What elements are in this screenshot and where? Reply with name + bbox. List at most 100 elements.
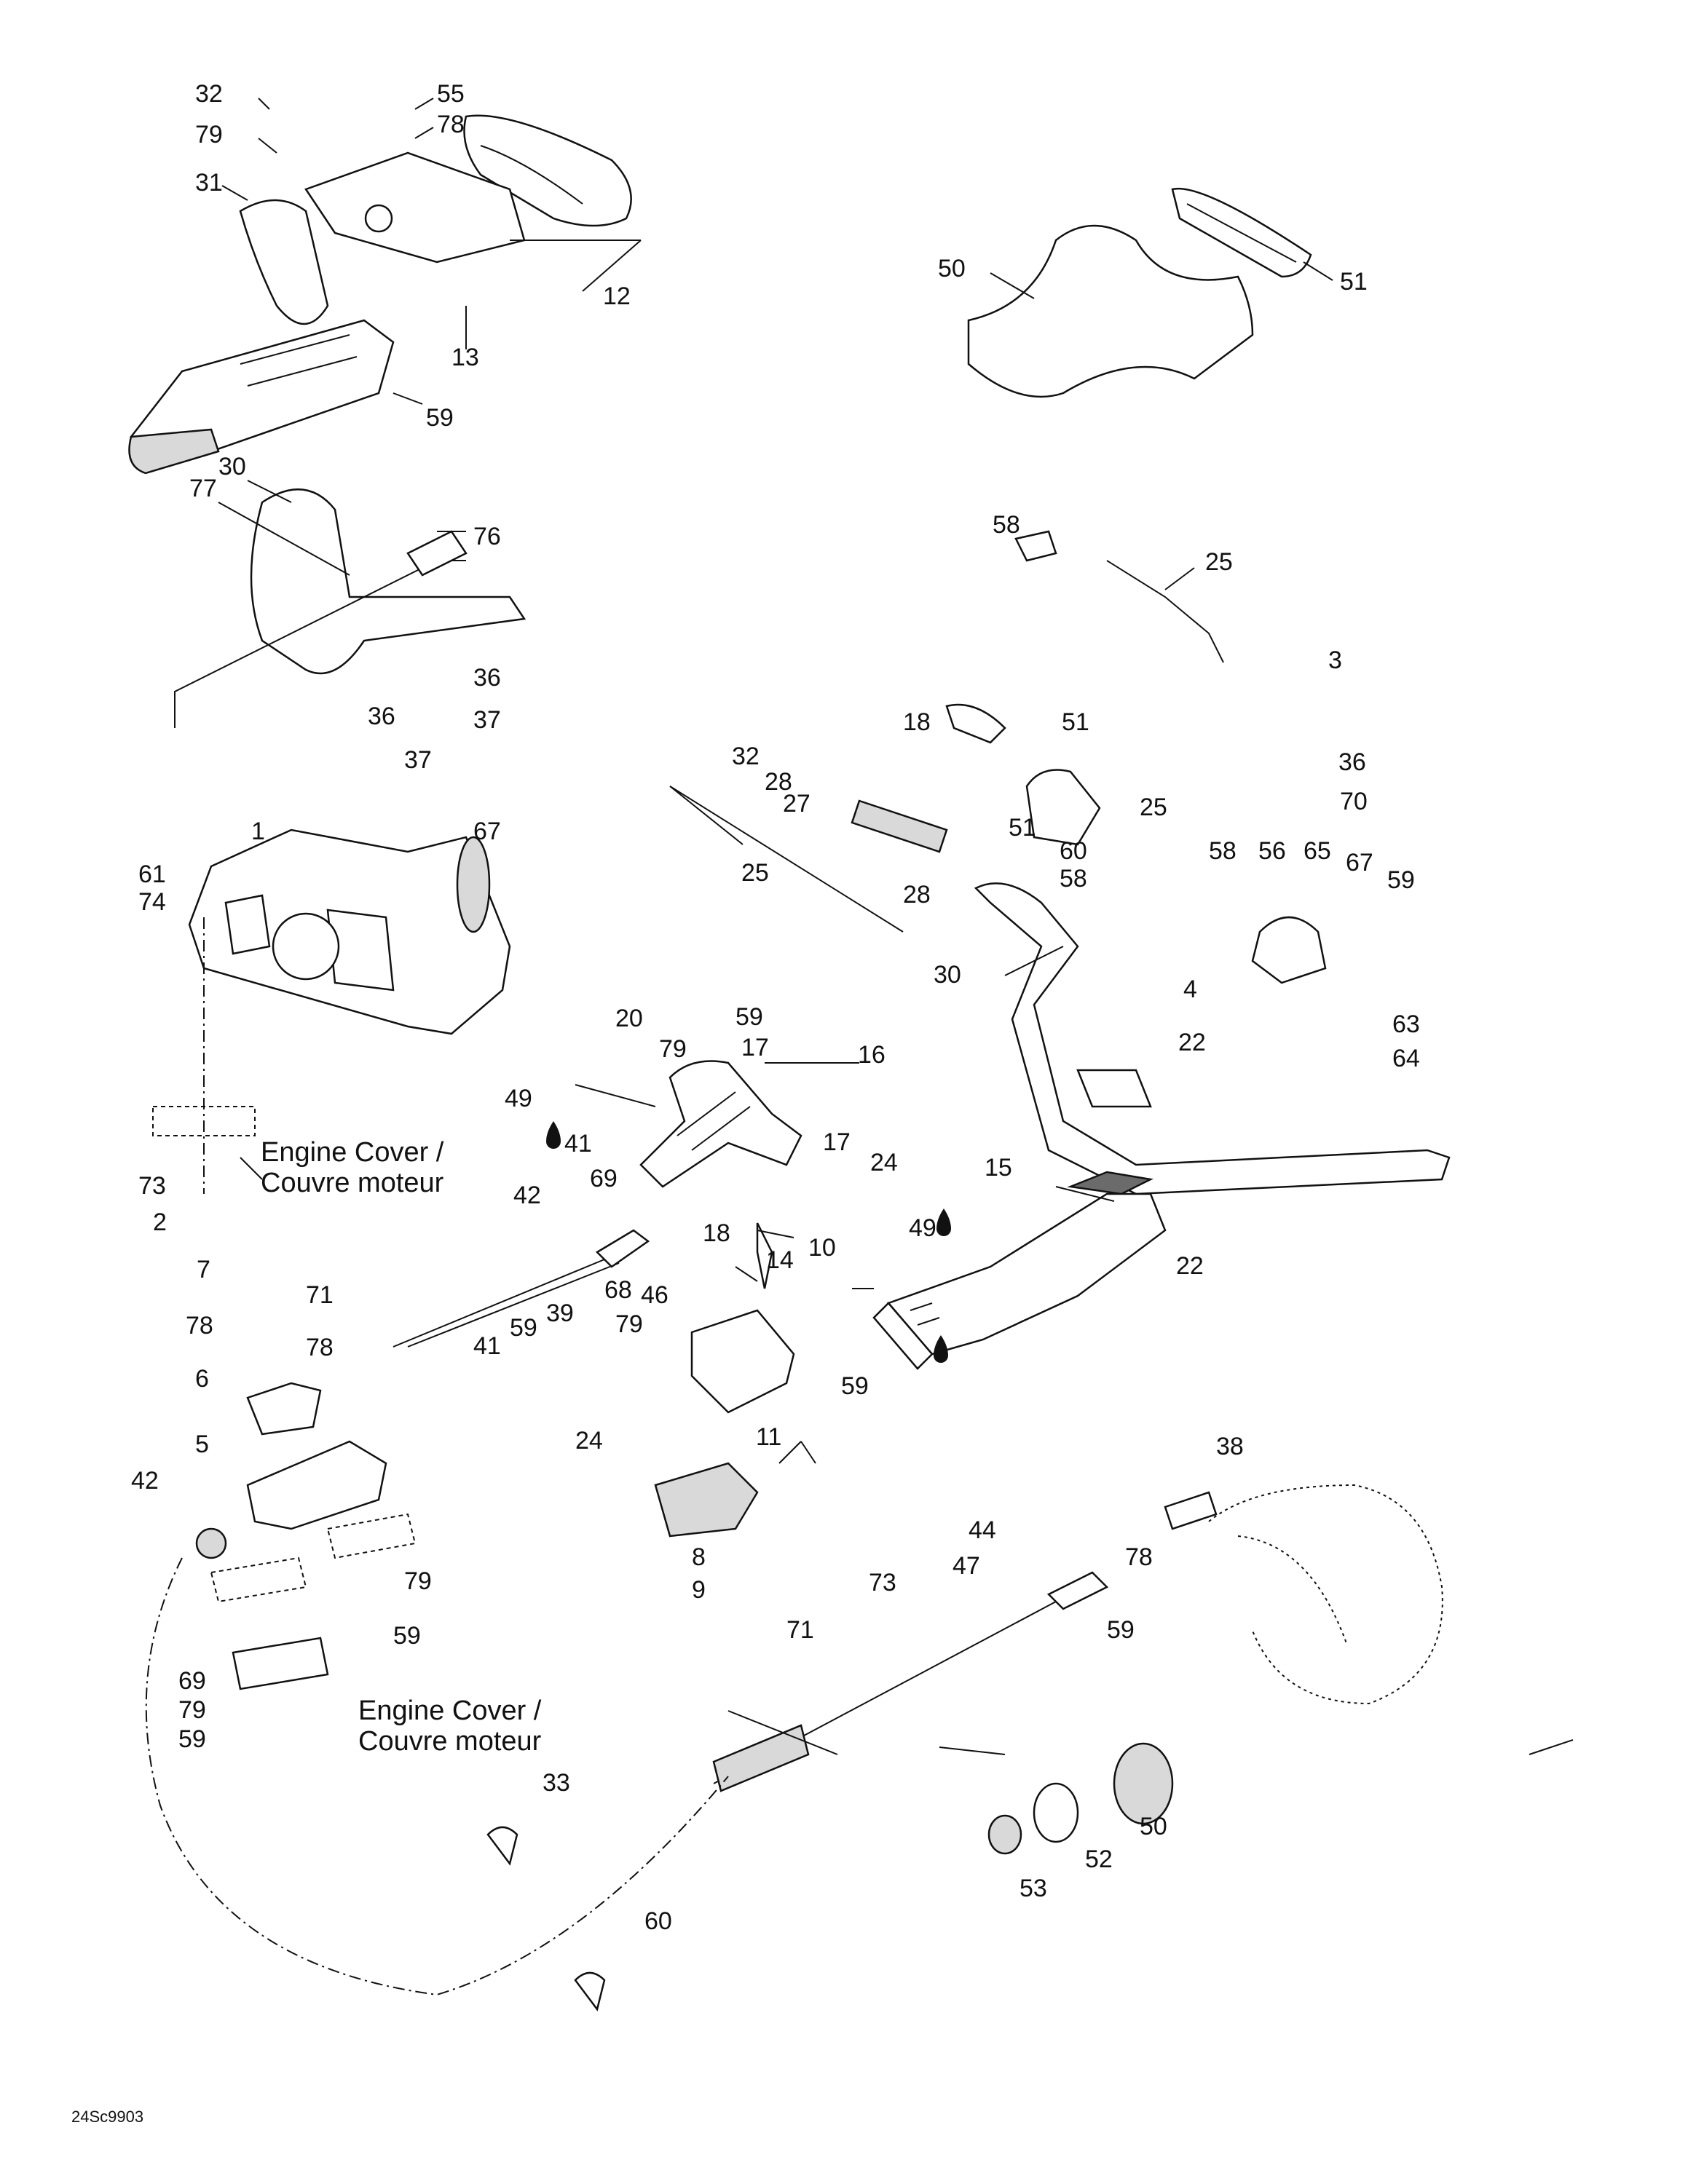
callout: 3 — [1328, 646, 1342, 674]
callout: 28 — [903, 881, 931, 909]
lubricant-drop-icon — [936, 1208, 951, 1236]
callout: 24 — [870, 1149, 898, 1176]
callout: 71 — [306, 1281, 334, 1309]
lever-bracket — [174, 488, 526, 728]
callout: 41 — [473, 1332, 501, 1360]
callout: 44 — [969, 1516, 996, 1544]
callout: 58 — [993, 511, 1020, 539]
callout: 68 — [604, 1276, 632, 1304]
callout: 12 — [603, 282, 631, 310]
steering-column — [872, 1192, 1167, 1370]
callout: 25 — [1140, 794, 1167, 821]
callout: 70 — [1340, 788, 1368, 815]
callout: 17 — [823, 1128, 851, 1156]
lubricant-drop-icon — [546, 1121, 561, 1149]
callout: 58 — [1209, 837, 1237, 865]
callout: 9 — [692, 1576, 706, 1604]
hose-clamps — [486, 1826, 606, 2011]
callout: 64 — [1392, 1045, 1420, 1072]
note-line: Engine Cover / — [261, 1137, 444, 1168]
engine-cover-note-lower: Engine Cover / Couvre moteur — [358, 1696, 542, 1757]
steering-arm — [639, 1060, 802, 1538]
callout: 59 — [1387, 866, 1415, 894]
callout: 51 — [1062, 708, 1089, 736]
callout: 11 — [756, 1423, 781, 1451]
callout: 41 — [564, 1130, 592, 1158]
callout: 46 — [641, 1281, 669, 1309]
lubricant-drop-icon — [934, 1335, 948, 1363]
note-line: Couvre moteur — [261, 1168, 444, 1198]
callout: 78 — [437, 111, 465, 138]
callout: 50 — [1140, 1813, 1167, 1840]
callout: 14 — [766, 1246, 794, 1274]
callout: 17 — [741, 1034, 769, 1061]
callout: 2 — [153, 1208, 167, 1236]
shift-lever — [195, 1382, 417, 1690]
callout: 37 — [473, 706, 501, 734]
callout: 50 — [938, 255, 966, 282]
callout: 59 — [426, 404, 454, 432]
callout: 27 — [783, 790, 811, 818]
steering-cable-upper — [393, 1229, 650, 1348]
callout: 36 — [1338, 748, 1366, 776]
callout: 8 — [692, 1543, 706, 1571]
callout: 5 — [195, 1431, 209, 1458]
callout: 74 — [138, 888, 166, 916]
note-line: Engine Cover / — [358, 1696, 542, 1726]
callout: 37 — [404, 746, 432, 774]
callout: 67 — [1346, 849, 1373, 877]
callout: 38 — [1216, 1433, 1244, 1460]
note-line: Couvre moteur — [358, 1726, 542, 1757]
callout: 42 — [131, 1467, 159, 1495]
callout: 25 — [1205, 548, 1233, 576]
callout: 78 — [186, 1312, 213, 1340]
callout: 79 — [178, 1696, 206, 1724]
callout: 67 — [473, 818, 501, 845]
callout: 30 — [218, 453, 246, 480]
callout: 79 — [404, 1567, 432, 1595]
callout: 13 — [451, 344, 479, 371]
callout: 59 — [735, 1003, 763, 1031]
callout: 47 — [953, 1552, 980, 1580]
callout: 7 — [197, 1256, 210, 1283]
callout: 52 — [1085, 1845, 1113, 1873]
callout: 73 — [869, 1569, 896, 1597]
handlebar — [974, 882, 1451, 1195]
callout: 15 — [985, 1154, 1012, 1182]
callout: 18 — [703, 1219, 730, 1247]
steering-cable-lower — [145, 1557, 1109, 1996]
callout: 36 — [368, 703, 395, 730]
callout: 59 — [393, 1622, 421, 1650]
callout: 51 — [1009, 814, 1036, 842]
callout: 36 — [473, 664, 501, 692]
callout: 79 — [659, 1035, 687, 1063]
callout: 31 — [195, 169, 223, 197]
callout: 59 — [841, 1372, 869, 1400]
callout: 49 — [505, 1085, 532, 1112]
support-housing — [152, 828, 511, 1194]
callout: 42 — [513, 1182, 541, 1209]
callout: 4 — [1183, 976, 1197, 1003]
callout: 51 — [1340, 268, 1368, 296]
callout: 28 — [765, 768, 792, 796]
engine-cover-note-upper: Engine Cover / Couvre moteur — [261, 1137, 444, 1198]
callout: 69 — [590, 1165, 618, 1192]
leader-lines — [218, 98, 1574, 1755]
callout: 18 — [903, 708, 931, 736]
callout: 6 — [195, 1365, 209, 1393]
callout: 59 — [1107, 1616, 1135, 1644]
callout: 73 — [138, 1172, 166, 1200]
lubricant-drop-icons — [546, 1121, 951, 1363]
handlebar-cover — [967, 187, 1312, 398]
callout: 24 — [575, 1427, 603, 1455]
callout: 53 — [1019, 1875, 1047, 1902]
grip-assembly — [851, 703, 1327, 984]
callout: 69 — [178, 1667, 206, 1695]
callout: 56 — [1258, 837, 1286, 865]
callout: 77 — [189, 475, 217, 502]
callout: 78 — [306, 1334, 334, 1361]
callout: 60 — [644, 1907, 672, 1935]
callout: 39 — [546, 1299, 574, 1327]
callout: 79 — [195, 121, 223, 149]
